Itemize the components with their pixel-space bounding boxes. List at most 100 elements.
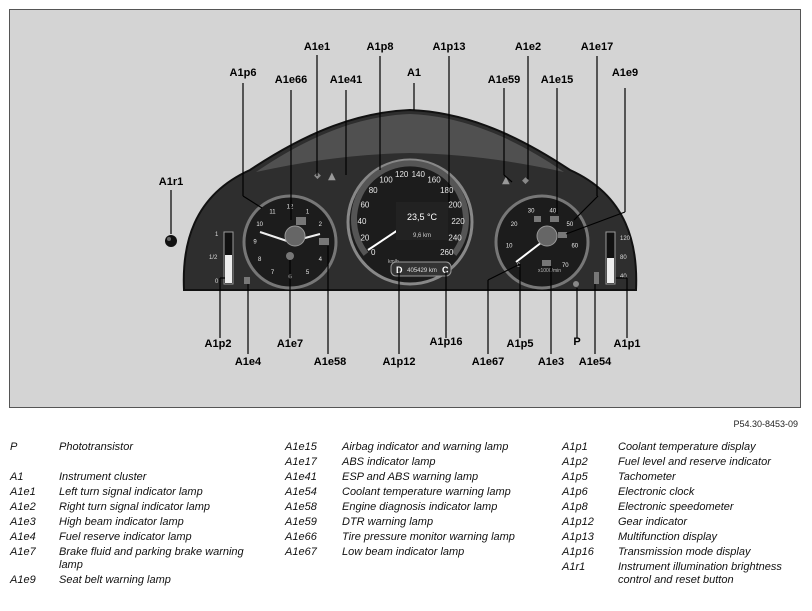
speedometer-tick-label: 120 [395, 170, 409, 179]
callout-a1p6: A1p6 [229, 67, 257, 79]
speedometer-tick-label: 200 [448, 201, 462, 210]
clock-numeral: 9 [253, 240, 257, 246]
tachometer-tick-label: 60 [571, 243, 578, 249]
tachometer-tick-label: 40 [550, 208, 557, 214]
speedometer-tick-label: 40 [358, 217, 367, 226]
clock-numeral: 8 [258, 257, 262, 263]
legend-code: A1e41 [285, 471, 317, 483]
legend-code: A1 [10, 471, 24, 483]
legend-row: A1 Instrument cluster [10, 471, 270, 484]
tachometer-tick-label: 10 [506, 243, 513, 249]
legend-description: Phototransistor [59, 441, 133, 453]
clock-numeral: 2 [319, 222, 323, 228]
legend-code: A1e54 [285, 486, 317, 498]
airbag-lamp [534, 216, 541, 222]
legend-description: Brake fluid and parking brake warning la… [59, 546, 244, 571]
legend-code: A1e17 [285, 456, 317, 468]
figure-reference-code: P54.30-8453-09 [733, 419, 798, 429]
legend-description: Instrument cluster [59, 471, 147, 483]
legend-description: Instrument illumination brightness contr… [618, 561, 782, 586]
callout-p: P [573, 336, 581, 348]
fuel-2-label: 1/2 [209, 255, 218, 261]
legend-description: Tachometer [618, 471, 676, 483]
tachometer-tick-label: 70 [562, 263, 569, 269]
legend-code: P [10, 441, 18, 453]
temperature-display: 23,5 °C [407, 212, 438, 222]
callout-a1e58: A1e58 [313, 356, 347, 368]
engine-diagnosis-lamp [319, 238, 329, 245]
legend-code: A1p1 [562, 441, 588, 453]
legend-row: P Phototransistor [10, 441, 270, 454]
legend-code: A1p13 [562, 531, 594, 543]
tachometer-unit: x1000/min [538, 268, 561, 274]
legend-description: Low beam indicator lamp [342, 546, 465, 558]
leader-lines [170, 55, 628, 354]
gear-indicator: D [396, 265, 403, 275]
legend-description: Fuel reserve indicator lamp [59, 531, 192, 543]
speedometer-tick-label: 60 [360, 201, 369, 210]
speedometer-tick-label: 260 [440, 248, 454, 257]
tachometer-tick-label: 50 [567, 222, 574, 228]
clock-numeral: 11 [269, 209, 276, 215]
legend-row: A1e41 ESP and ABS warning lamp [285, 471, 545, 484]
cool-2-label: 80 [620, 255, 627, 261]
legend-code: A1p5 [562, 471, 588, 483]
legend-description: Electronic speedometer [618, 501, 734, 513]
clock-numeral: 5 [306, 270, 310, 276]
callout-a1e2: A1e2 [514, 41, 542, 53]
legend-code: A1e58 [285, 501, 317, 513]
right-turn-signal-lamp: ◆ [522, 176, 529, 186]
abs-lamp [550, 216, 559, 222]
legend-code: A1p2 [562, 456, 588, 468]
legend-code: A1r1 [562, 561, 586, 573]
phototransistor [573, 281, 579, 287]
speedometer-tick-label: 140 [412, 170, 426, 179]
callout-a1p8: A1p8 [366, 41, 394, 53]
legend-description: Left turn signal indicator lamp [59, 486, 203, 498]
legend-code: A1e3 [10, 516, 36, 528]
clock-numeral: 7 [271, 270, 275, 276]
clock-numeral: 4 [319, 257, 323, 263]
diagram-figure: 121234567891011 020406080100120140160180… [9, 9, 801, 408]
tire-pressure-lamp [296, 217, 306, 225]
legend-code: A1e15 [285, 441, 317, 453]
fuel-1-label: 1 [215, 232, 219, 238]
callout-a1p12: A1p12 [382, 356, 416, 368]
odometer-value: 405429 km [407, 268, 437, 274]
callout-a1p2: A1p2 [204, 338, 232, 350]
legend-description: ESP and ABS warning lamp [342, 471, 479, 483]
coolant-gauge: 120 80 40 [594, 231, 631, 285]
legend-description: Multifunction display [618, 531, 718, 543]
legend-row: A1p5 Tachometer [562, 471, 807, 484]
speedometer-tick-label: 20 [360, 234, 369, 243]
legend-description: Tire pressure monitor warning lamp [342, 531, 515, 543]
callout-a1p5: A1p5 [506, 338, 534, 350]
brightness-reset-button[interactable] [165, 235, 177, 247]
legend-code: A1p16 [562, 546, 594, 558]
clock-numeral: 1 [306, 209, 310, 215]
callout-a1r1: A1r1 [158, 176, 184, 188]
callout-a1e41: A1e41 [329, 74, 363, 86]
fuel-3-label: 0 [215, 279, 219, 285]
legend-row: A1p13 Multifunction display [562, 531, 807, 544]
legend-description: Engine diagnosis indicator lamp [342, 501, 498, 513]
legend-code: A1p12 [562, 516, 594, 528]
tachometer-tick-label: 20 [511, 222, 518, 228]
speedometer-tick-label: 180 [440, 186, 454, 195]
callout-a1e9: A1e9 [611, 67, 639, 79]
instrument-cluster-diagram: 121234567891011 020406080100120140160180… [165, 55, 638, 354]
legend-code: A1e2 [10, 501, 36, 513]
speedometer-tick-label: 0 [371, 248, 376, 257]
